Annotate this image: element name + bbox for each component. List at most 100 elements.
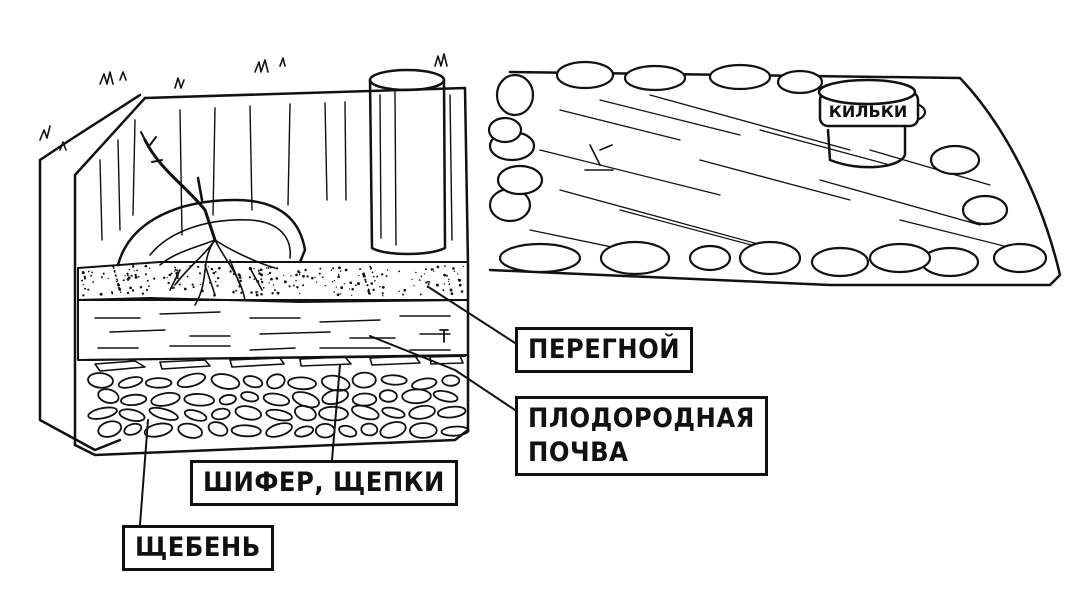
humus-speck bbox=[311, 276, 314, 280]
humus-speck bbox=[450, 291, 453, 294]
humus-speck bbox=[257, 269, 260, 272]
humus-speck bbox=[126, 274, 129, 277]
humus-speck bbox=[83, 275, 86, 278]
humus-speck bbox=[196, 265, 200, 269]
humus-speck bbox=[376, 275, 379, 278]
humus-speck bbox=[235, 289, 238, 292]
humus-speck bbox=[144, 273, 147, 276]
border-stone bbox=[868, 242, 932, 274]
humus-speck bbox=[339, 293, 342, 295]
humus-speck bbox=[331, 280, 334, 283]
humus-speck bbox=[131, 289, 135, 292]
gravel-stone bbox=[117, 376, 144, 389]
humus-speck bbox=[426, 285, 430, 289]
humus-speck bbox=[271, 291, 274, 295]
gravel-stone bbox=[183, 409, 208, 422]
humus-speck bbox=[351, 287, 354, 291]
humus-speck bbox=[148, 285, 150, 288]
humus-speck bbox=[402, 293, 404, 296]
gravel-layer bbox=[87, 371, 470, 439]
gravel-stone bbox=[294, 425, 315, 438]
humus-speck bbox=[83, 277, 87, 280]
border-stone bbox=[961, 194, 1009, 226]
gravel-stone bbox=[360, 422, 379, 437]
humus-speck bbox=[259, 268, 263, 272]
humus-speck bbox=[367, 289, 370, 293]
humus-speck bbox=[362, 274, 366, 278]
humus-speck bbox=[415, 271, 417, 274]
humus-speck bbox=[357, 282, 360, 286]
humus-speck bbox=[344, 268, 348, 272]
humus-speck bbox=[366, 284, 369, 287]
humus-speck bbox=[136, 269, 138, 272]
humus-speck bbox=[276, 291, 280, 295]
humus-speck bbox=[418, 279, 421, 281]
border-stone bbox=[776, 69, 824, 95]
humus-speck bbox=[318, 272, 321, 275]
humus-speck bbox=[173, 270, 176, 272]
humus-speck bbox=[137, 275, 140, 278]
humus-speck bbox=[302, 284, 305, 287]
humus-speck bbox=[166, 277, 168, 279]
gravel-stone bbox=[294, 404, 317, 422]
humus-speck bbox=[119, 291, 122, 294]
gravel-stone bbox=[118, 408, 146, 422]
humus-speck bbox=[118, 287, 122, 291]
gravel-stone bbox=[314, 423, 336, 439]
gravel-stone bbox=[381, 406, 406, 419]
border-stone bbox=[623, 64, 687, 92]
humus-speck bbox=[458, 278, 462, 282]
humus-speck bbox=[87, 289, 89, 291]
humus-speck bbox=[81, 279, 84, 282]
humus-speck bbox=[337, 275, 340, 278]
humus-speck bbox=[324, 284, 327, 287]
humus-speck bbox=[306, 275, 309, 278]
humus-speck bbox=[214, 271, 217, 273]
humus-speck bbox=[116, 280, 119, 282]
gravel-stone bbox=[176, 372, 207, 389]
humus-speck bbox=[302, 274, 305, 278]
fertile-soil-layer bbox=[77, 299, 469, 361]
gravel-stone bbox=[318, 405, 349, 422]
humus-speck bbox=[113, 269, 116, 272]
humus-speck bbox=[364, 280, 367, 283]
gravel-stone bbox=[401, 388, 432, 405]
humus-speck bbox=[283, 280, 287, 284]
leader-lines bbox=[139, 287, 516, 526]
gravel-stone bbox=[441, 374, 461, 387]
gravel-stone bbox=[291, 391, 320, 409]
humus-speck bbox=[452, 267, 455, 270]
humus-speck bbox=[424, 268, 427, 271]
humus-speck bbox=[217, 276, 220, 280]
humus-speck bbox=[316, 281, 318, 283]
humus-speck bbox=[134, 273, 137, 277]
humus-speck bbox=[411, 278, 413, 280]
border-stone bbox=[496, 164, 544, 196]
humus-speck bbox=[229, 270, 232, 273]
humus-speck bbox=[339, 270, 342, 272]
humus-speck bbox=[232, 290, 235, 294]
humus-speck bbox=[349, 281, 353, 285]
humus-speck bbox=[112, 267, 115, 269]
humus-speck bbox=[448, 283, 451, 286]
humus-speck bbox=[117, 283, 121, 287]
gravel-stone bbox=[218, 394, 237, 406]
humus-speck bbox=[374, 279, 376, 282]
humus-speck bbox=[337, 273, 340, 276]
humus-speck bbox=[444, 265, 446, 267]
humus-speck bbox=[255, 291, 258, 294]
tin-can: КИЛЬКИ bbox=[817, 78, 920, 169]
humus-speck bbox=[248, 276, 251, 279]
slate-chips-layer bbox=[84, 355, 466, 372]
humus-speck bbox=[290, 275, 292, 277]
humus-speck bbox=[335, 286, 337, 288]
border-stone bbox=[495, 73, 535, 117]
gravel-stone bbox=[148, 406, 179, 421]
humus-speck bbox=[420, 275, 423, 278]
humus-speck bbox=[453, 270, 456, 273]
humus-speck bbox=[372, 288, 375, 292]
humus-speck bbox=[448, 278, 450, 281]
humus-speck bbox=[333, 291, 336, 293]
humus-speck bbox=[272, 284, 275, 286]
